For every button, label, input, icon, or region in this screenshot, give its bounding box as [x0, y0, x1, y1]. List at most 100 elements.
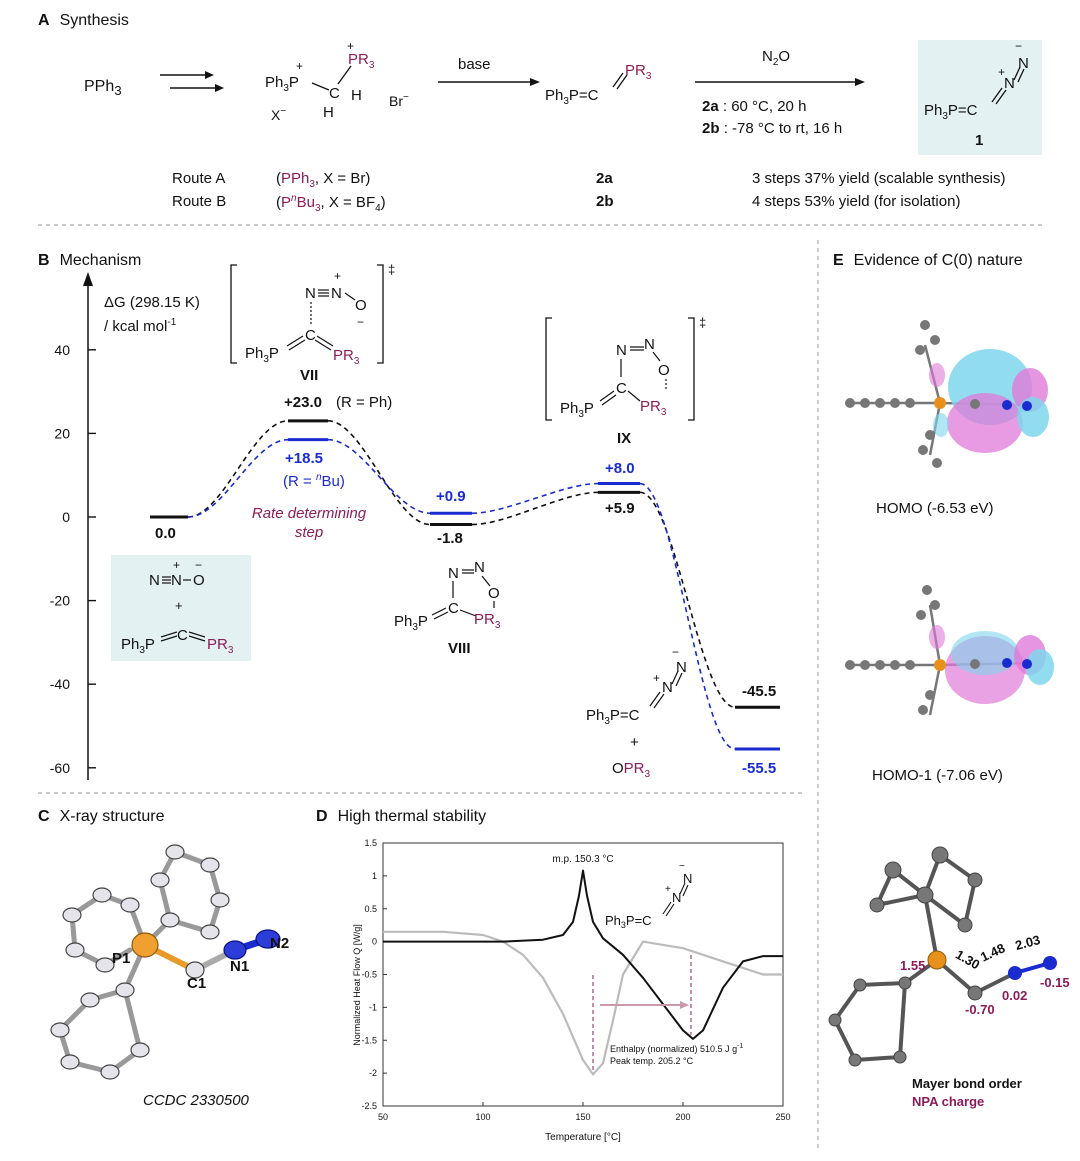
homo-orbital-image	[845, 320, 1049, 468]
dsc-ytick-label: -0.5	[361, 970, 377, 980]
product-1-structure: Ph3P=C N + N −	[924, 40, 1029, 122]
reactants-structure: N N + O − + Ph3P C PR3	[121, 558, 234, 656]
dsc-enthalpy-label: Enthalpy (normalized) 510.5 J g-1	[610, 1043, 743, 1054]
dsc-xtick-label: 100	[475, 1112, 490, 1122]
dsc-ytick-label: -2.5	[361, 1101, 377, 1111]
product-plus: +	[630, 734, 639, 751]
start-material: PPh3	[84, 78, 122, 99]
route-b-yield: 4 steps 53% yield (for isolation)	[752, 193, 961, 210]
label-2b: 2b	[596, 193, 614, 210]
reagent-n2o: N2O	[762, 48, 791, 68]
svg-text:+: +	[173, 558, 180, 572]
npa-p: 1.55	[900, 958, 926, 973]
xray-structure-image	[50, 844, 281, 1080]
svg-text:+: +	[665, 884, 671, 895]
energy-connector	[639, 491, 736, 708]
svg-text:C: C	[448, 600, 459, 617]
svg-text:N: N	[672, 890, 681, 905]
svg-text:C: C	[329, 85, 340, 102]
svg-text:N: N	[474, 560, 485, 576]
svg-text:Ph3P=C: Ph3P=C	[924, 102, 978, 122]
svg-text:‡: ‡	[388, 262, 395, 277]
svg-text:O: O	[193, 572, 205, 589]
dsc-inset-structure: Ph3P=C N + N −	[605, 861, 692, 930]
xray-label-n1: N1	[230, 958, 250, 975]
int-viii-structure: N N O C PR3 Ph3P	[394, 560, 501, 633]
svg-text:H: H	[351, 87, 362, 104]
level-ts1-bu: +18.5	[285, 450, 323, 467]
base-label: base	[458, 56, 491, 73]
route-a-cond: (PPh3, X = Br)	[276, 170, 371, 190]
dsc-series-line	[383, 930, 783, 1076]
npa-n1: 0.02	[1002, 988, 1028, 1003]
npa-title: NPA charge	[912, 1094, 985, 1109]
ccdc-label: CCDC 2330500	[143, 1092, 249, 1109]
mayer-npa-structure	[828, 846, 1057, 1067]
mayer-bo-title: Mayer bond order	[912, 1076, 1022, 1091]
svg-text:−: −	[672, 648, 679, 659]
svg-text:C: C	[305, 327, 316, 344]
npa-c: -0.70	[965, 1002, 995, 1017]
panel-a-letter: A	[38, 12, 50, 29]
energy-tick-label: 20	[54, 425, 70, 441]
svg-text:Ph3P: Ph3P	[265, 74, 299, 94]
ts-vii-label: VII	[300, 367, 319, 384]
level-prod-ph: -45.5	[742, 683, 777, 700]
energy-tick-label: 40	[54, 342, 70, 358]
svg-text:PR3: PR3	[640, 398, 667, 418]
dsc-ytick-label: -2	[369, 1068, 377, 1078]
svg-text:+: +	[296, 59, 303, 73]
svg-text:+: +	[175, 598, 183, 613]
ts-ix-label: IX	[617, 430, 632, 447]
svg-text:C: C	[177, 627, 188, 644]
dsc-ytick-label: 1	[372, 871, 377, 881]
condition-2b: 2b : -78 °C to rt, 16 h	[702, 120, 842, 137]
svg-text:Ph3P=C: Ph3P=C	[586, 707, 640, 727]
label-2a: 2a	[596, 170, 613, 187]
level-ts1-ph: +23.0	[284, 394, 322, 411]
route-b-cond: (PnBu3, X = BF4)	[276, 193, 386, 214]
level-ts2-ph: +5.9	[605, 500, 635, 517]
product-1-label: 1	[975, 132, 984, 149]
cond-2a-label: 2a	[702, 98, 719, 115]
route-a-yield: 3 steps 37% yield (scalable synthesis)	[752, 170, 1006, 187]
panel-e-letter: E	[833, 252, 844, 269]
dsc-ylabel: Normalized Heat Flow Q [W/g]	[352, 924, 362, 1046]
homo1-orbital-image	[845, 585, 1054, 716]
svg-text:N: N	[676, 659, 687, 676]
panel-a-arrows	[160, 71, 865, 92]
panel-c-heading: X-ray structure	[59, 808, 165, 825]
panel-c-letter: C	[38, 808, 50, 825]
energy-tick-label: 0	[62, 509, 70, 525]
svg-text:N: N	[149, 572, 160, 589]
svg-text:N: N	[616, 342, 627, 359]
energy-connector	[187, 420, 289, 518]
svg-text:+: +	[653, 671, 660, 685]
svg-text:−: −	[357, 315, 364, 329]
energy-connector	[327, 420, 431, 526]
cond-2b-text: : -78 °C to rt, 16 h	[723, 120, 843, 137]
dsc-ytick-label: 1.5	[364, 838, 377, 848]
svg-text:N: N	[171, 572, 182, 589]
svg-text:+: +	[334, 269, 341, 283]
svg-text:−: −	[195, 558, 202, 572]
carbodiphosphorane-structure: Ph3P=C PR3	[545, 62, 652, 107]
npa-n2: -0.15	[1040, 975, 1070, 990]
energy-connector	[327, 438, 431, 515]
dsc-mp-label: m.p. 150.3 °C	[552, 854, 613, 865]
dsc-xtick-label: 50	[378, 1112, 388, 1122]
svg-text:PR3: PR3	[625, 62, 652, 82]
ts-vii-structure: ‡ N N + O − C Ph3P PR3	[230, 262, 395, 367]
svg-text:O: O	[488, 585, 500, 602]
xray-label-c1: C1	[187, 975, 207, 992]
svg-text:N: N	[1004, 75, 1015, 92]
level-int-ph: -1.8	[437, 530, 463, 547]
svg-text:Ph3P: Ph3P	[560, 400, 594, 420]
dsc-ytick-label: 0.5	[364, 904, 377, 914]
dsc-series-line	[383, 869, 783, 1040]
svg-text:O: O	[355, 297, 367, 314]
svg-text:C: C	[616, 380, 627, 397]
